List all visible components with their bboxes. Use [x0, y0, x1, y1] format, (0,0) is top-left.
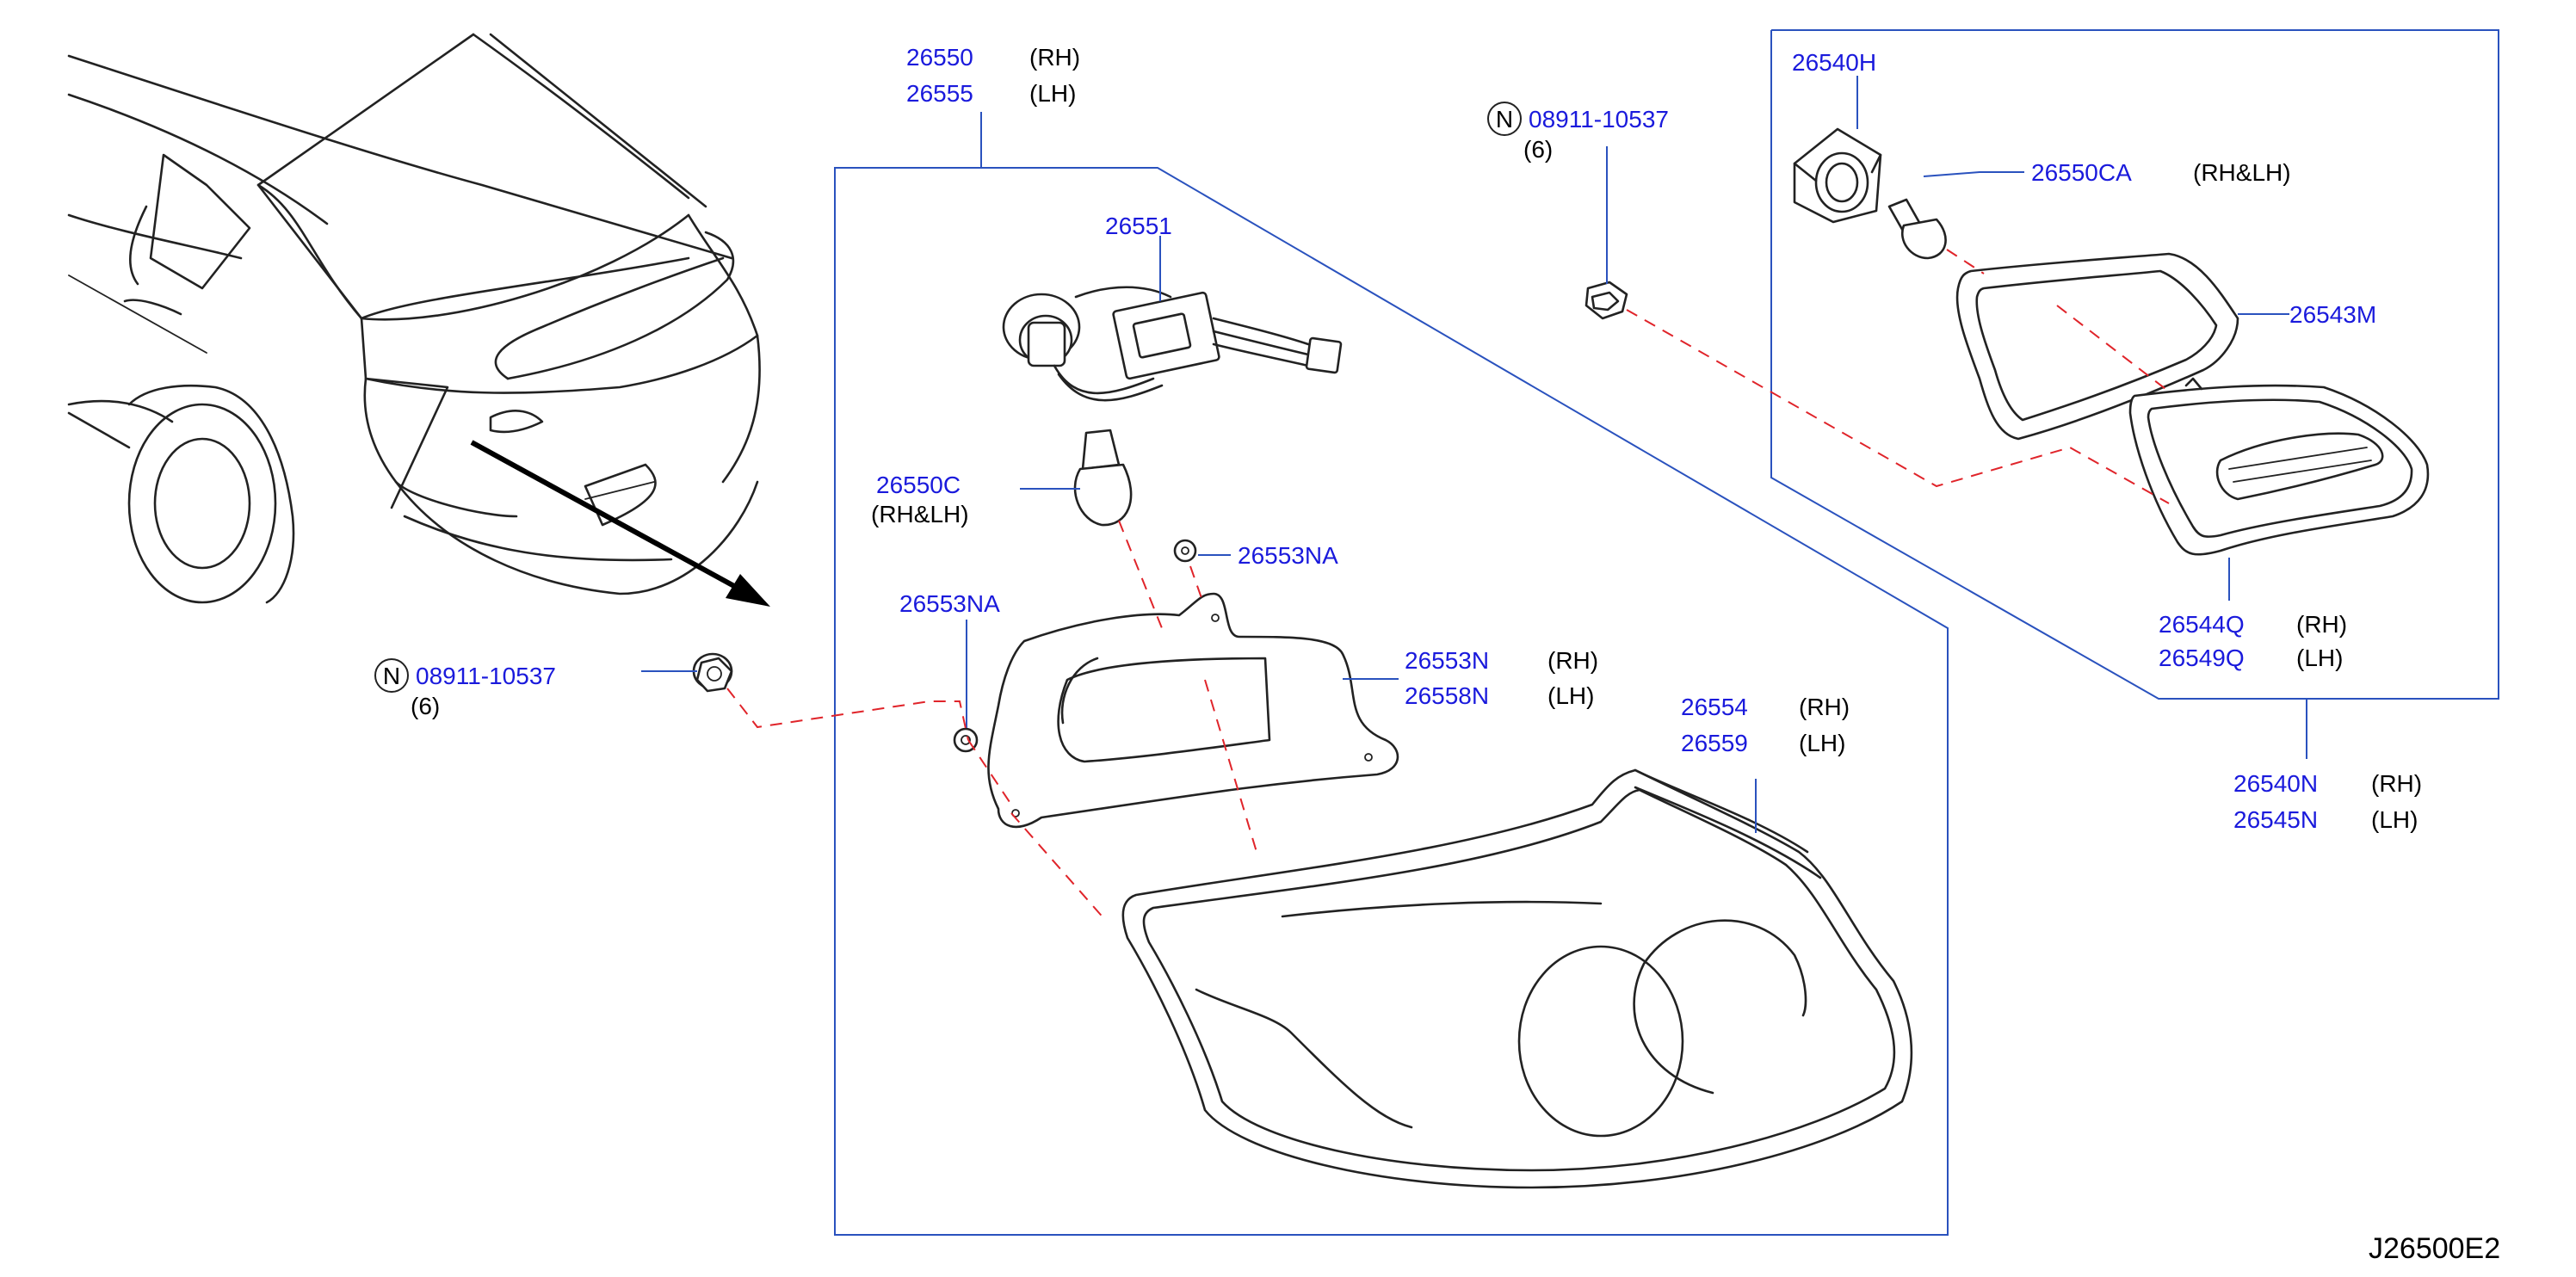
callout-26559-side: (LH) — [1799, 730, 1845, 756]
callout-26549q: 26549Q — [2159, 645, 2245, 671]
callout-26544q: 26544Q — [2159, 611, 2245, 638]
callout-nut-left-qty: (6) — [411, 693, 440, 719]
callout-nut-top-qty: (6) — [1523, 136, 1553, 163]
callout-26550ca: 26550CA — [2031, 159, 2132, 186]
callout-26545n: 26545N — [2233, 806, 2318, 833]
callout-26555-side: (LH) — [1029, 80, 1076, 107]
plate-26553n — [987, 592, 1399, 829]
callout-26544q-side: (RH) — [2296, 611, 2347, 638]
inset-frame-26540n — [1770, 29, 2499, 700]
assembly-frame-26550 — [834, 167, 1949, 1236]
callout-26550ca-side: (RH&LH) — [2193, 159, 2291, 186]
callout-26554-side: (RH) — [1799, 694, 1850, 720]
callout-nut-top: 08911-10537 — [1529, 106, 1669, 133]
lens-26554 — [1121, 768, 1913, 1189]
callout-26551: 26551 — [1105, 213, 1172, 239]
callout-26553na-left: 26553NA — [899, 590, 1000, 617]
callout-26554: 26554 — [1681, 694, 1748, 720]
callout-26555: 26555 — [906, 80, 973, 107]
callout-26550c-side: (RH&LH) — [871, 501, 969, 527]
callout-26543m: 26543M — [2289, 301, 2376, 328]
car-rear-illustration — [67, 33, 770, 607]
nut-top-08911 — [1585, 281, 1628, 320]
callout-26540n-side: (RH) — [2371, 770, 2422, 797]
nut-left-symbol: N — [383, 663, 400, 689]
nut-left-08911 — [692, 652, 733, 693]
grommet-26553na-top — [1173, 539, 1197, 563]
callout-26540n: 26540N — [2233, 770, 2318, 797]
bulb-26550c — [1073, 429, 1133, 527]
callout-26553na-top: 26553NA — [1238, 542, 1338, 569]
callout-26553n: 26553N — [1405, 647, 1489, 674]
callout-26553n-side: (RH) — [1547, 647, 1598, 674]
diagram-code: J26500E2 — [2369, 1232, 2500, 1265]
socket-harness-26551 — [1002, 286, 1343, 402]
callout-26550c: 26550C — [876, 472, 961, 498]
callout-26558n-side: (LH) — [1547, 682, 1594, 709]
callout-nut-left: 08911-10537 — [416, 663, 556, 689]
part-number-labels: 26550 (RH) 26555 (LH) 26551 26550C (RH&L… — [374, 44, 2422, 833]
bulb-26550ca — [1887, 198, 1947, 260]
callout-26550: 26550 — [906, 44, 973, 71]
callout-26559: 26559 — [1681, 730, 1748, 756]
callout-26549q-side: (LH) — [2296, 645, 2343, 671]
callout-26558n: 26558N — [1405, 682, 1489, 709]
assembly-guide-lines — [726, 249, 2170, 922]
inner-lamp-26544q — [2128, 377, 2430, 556]
socket-26540h — [1793, 127, 1882, 224]
callout-26540h: 26540H — [1792, 49, 1876, 76]
nut-top-symbol: N — [1496, 106, 1513, 133]
callout-26545n-side: (LH) — [2371, 806, 2418, 833]
callout-26550-side: (RH) — [1029, 44, 1080, 71]
